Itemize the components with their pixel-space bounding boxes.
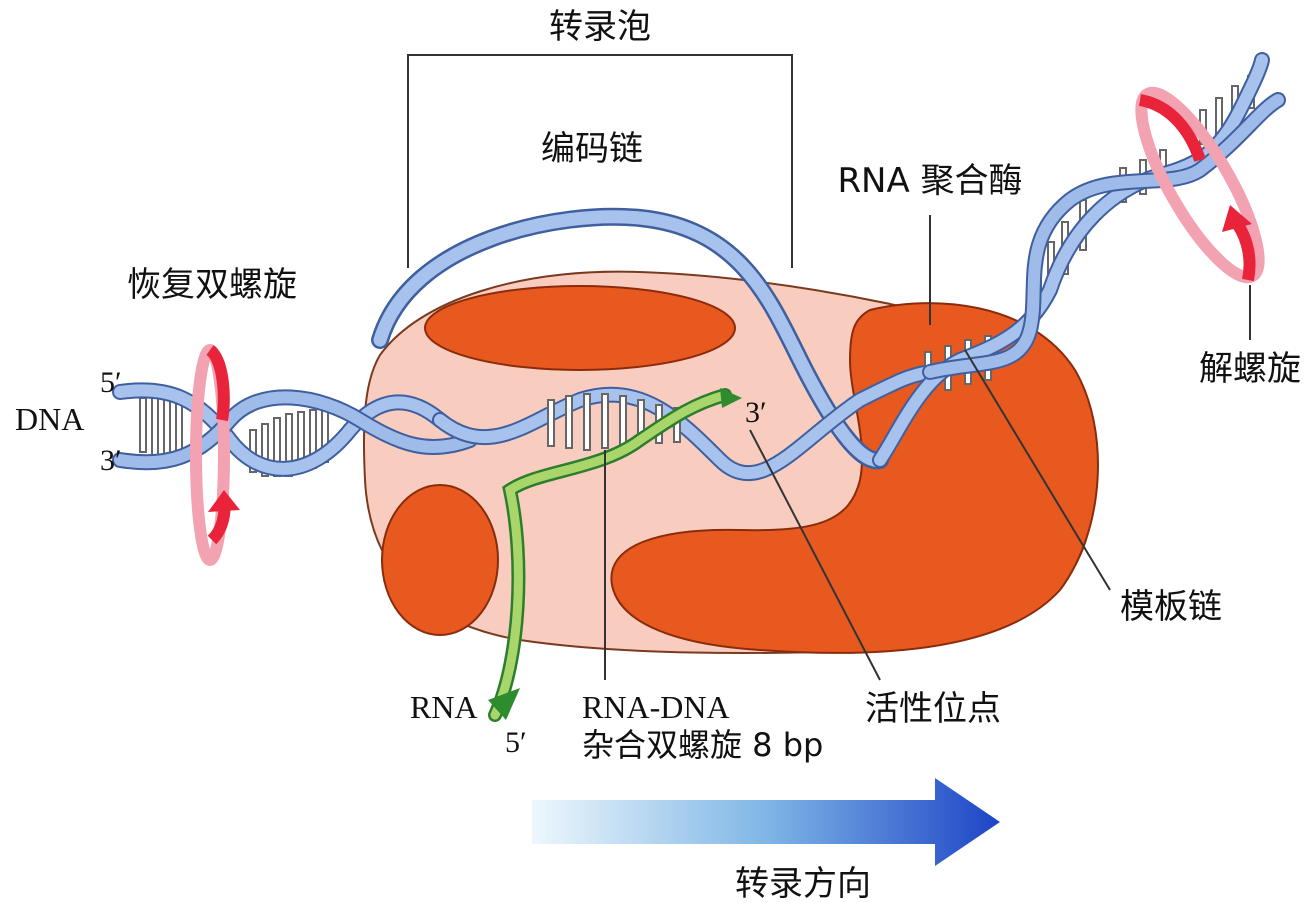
label-template-strand: 模板链 — [1120, 587, 1222, 627]
label-transcription-bubble: 转录泡 — [549, 7, 651, 47]
label-rna-five-prime: 5′ — [505, 726, 527, 759]
label-rna: RNA — [410, 689, 478, 725]
label-dna-five-prime: 5′ — [100, 366, 122, 399]
polymerase-domain-left — [382, 485, 498, 635]
label-rewinding: 恢复双螺旋 — [127, 265, 297, 305]
label-rna-three-prime: 3′ — [745, 396, 767, 429]
label-dna-three-prime: 3′ — [100, 444, 122, 477]
label-coding-strand: 编码链 — [541, 129, 643, 169]
label-rna-polymerase: RNA 聚合酶 — [837, 161, 1022, 201]
polymerase-domain-top — [425, 286, 735, 370]
label-dna: DNA — [15, 401, 84, 437]
label-active-site: 活性位点 — [865, 689, 1001, 729]
label-hybrid-line2: 杂合双螺旋 8 bp — [582, 726, 823, 764]
transcription-direction-arrow — [532, 778, 1000, 866]
label-hybrid-line1: RNA-DNA — [582, 689, 730, 725]
label-direction: 转录方向 — [735, 864, 871, 903]
label-unwinding: 解螺旋 — [1199, 349, 1301, 389]
